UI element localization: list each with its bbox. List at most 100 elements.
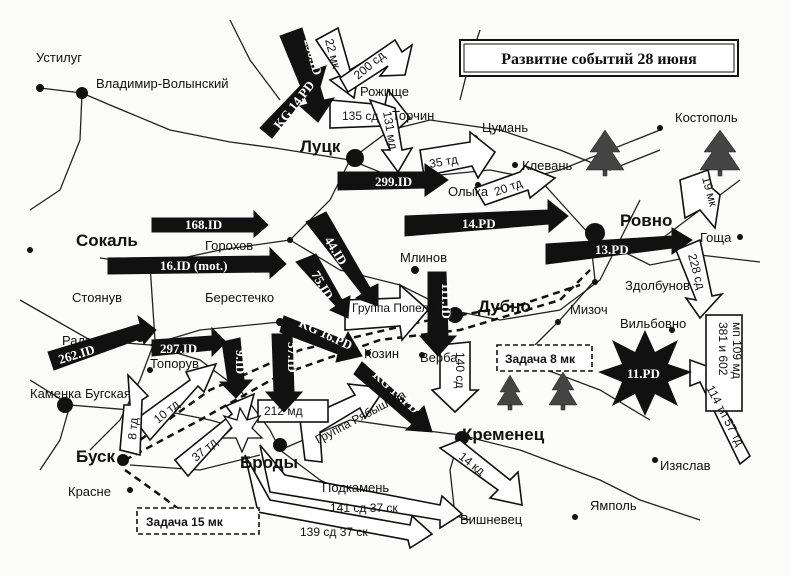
city-lutsk: Луцк (300, 137, 341, 156)
label-11pd: 11.PD (627, 366, 660, 381)
city-brody: Броды (240, 453, 298, 472)
label-task8: Задача 8 мк (505, 352, 576, 366)
city-sokal: Сокаль (76, 231, 138, 250)
soviet-arrow-8td (119, 372, 150, 457)
german-arrow-262id (47, 314, 157, 371)
soviet-arrow-228sd (674, 238, 725, 320)
tree-icon (585, 129, 625, 171)
contact-star (220, 406, 264, 454)
german-arrow-57id (264, 333, 304, 413)
german-arrow-16id (107, 246, 287, 280)
label-14pd: 14.PD (462, 216, 496, 231)
german-arrows (47, 27, 693, 433)
city-podkamen: Подкамень (322, 480, 389, 495)
city-mizoch: Мизоч (570, 302, 608, 317)
city-vladimir: Владимир-Волынский (96, 76, 229, 91)
german-arrow-299id (337, 163, 449, 197)
german-arrow-75id (295, 253, 351, 319)
german-arrow-9id (218, 337, 254, 399)
tree-icon (548, 371, 578, 406)
label-140sd: 140 сд (453, 352, 467, 388)
task-boxes (136, 344, 593, 535)
german-arrow-14pd (404, 198, 569, 237)
soviet-arrow-37td (173, 392, 256, 478)
city-kamenka: Каменка Бугская (30, 386, 131, 401)
city-kostopol: Костополь (675, 110, 738, 125)
german-arrow-111id (418, 271, 458, 357)
pd11-star (598, 330, 692, 416)
label-16id: 16.ID (mot.) (160, 258, 228, 273)
label-381mp: 381 и 602 (716, 322, 730, 376)
soviet-arrow-19mk (679, 168, 721, 230)
german-arrow-168id (151, 209, 269, 239)
box-task15 (136, 507, 260, 535)
task-dashed-lines (124, 269, 591, 511)
forest-icons (496, 129, 741, 411)
map-title: Развитие событий 28 июня (501, 51, 697, 68)
city-zdolbunov: Здолбунов (625, 278, 690, 293)
label-297id: 297.ID (160, 341, 197, 356)
label-135sd: 135 сд (342, 109, 378, 123)
city-vishnevets: Вишневец (460, 512, 523, 527)
city-ustilug: Устилуг (36, 50, 82, 65)
city-kozin: Козин (364, 346, 399, 361)
german-arrow-kg16a (279, 315, 363, 363)
label-8td: 8 тд (125, 417, 141, 440)
label-13pd: 13.PD (595, 242, 629, 257)
box-task8 (496, 344, 593, 372)
city-radzekhov: Радзехов (62, 333, 118, 348)
city-rozhishche: Рожище (360, 84, 409, 99)
german-arrow-297id (151, 326, 227, 358)
city-dubno: Дубно (478, 297, 531, 316)
soviet-arrow-141sd (259, 444, 464, 530)
soviet-arrow-139sd (244, 454, 434, 550)
label-task15: Задача 15 мк (146, 515, 224, 529)
label-111id: 111.ID (439, 283, 454, 319)
city-labels: Устилуг Владимир-Волынский Рожище Торчин… (30, 50, 738, 527)
label-57id: 57.ID (285, 342, 300, 373)
soviet-arrows (119, 26, 752, 550)
label-35td: 35 тд (428, 152, 459, 171)
german-arrow-44id (305, 211, 379, 307)
city-verba: Верба (420, 350, 458, 365)
city-berestechko: Берестечко (205, 290, 274, 305)
title-frame-inner (463, 43, 735, 73)
soviet-arrow-10td (133, 362, 218, 442)
label-168id: 168.ID (185, 217, 222, 232)
city-yampol: Ямполь (590, 498, 637, 513)
label-139sd: 139 сд 37 ск (300, 525, 368, 539)
soviet-arrow-131md (368, 98, 414, 174)
german-arrow-13pd (545, 227, 693, 265)
label-popel: Группа Попеля (352, 301, 435, 315)
tree-icon (699, 129, 741, 171)
city-izyaslav: Изяслав (660, 458, 711, 473)
label-109md: мп 109 мд (730, 322, 744, 379)
city-stoyanuv: Стоянув (72, 290, 122, 305)
german-arrow-kg14 (259, 65, 327, 139)
box-381mp (705, 314, 743, 412)
soviet-arrow-200sd (338, 38, 414, 94)
city-mlinov: Млинов (400, 250, 447, 265)
city-gorokhov: Горохов (205, 238, 253, 253)
label-9id: 9.ID (233, 350, 248, 374)
title-frame-outer (459, 39, 739, 77)
city-krasne: Красне (68, 484, 111, 499)
german-arrow-kg16b (353, 361, 433, 433)
soviet-arrow-20td (473, 165, 557, 206)
city-klevan: Клевань (522, 158, 573, 173)
city-busk: Буск (76, 447, 115, 466)
label-212md: 212 мд (264, 404, 303, 418)
soviet-arrow-popel (344, 283, 430, 342)
city-vilbovno: Вильбовно (620, 316, 686, 331)
tree-icon (496, 374, 524, 406)
city-tsuman: Цумань (482, 120, 528, 135)
city-goshcha: Гоща (700, 230, 732, 245)
soviet-arrow-14kd (438, 439, 523, 507)
city-olyka: Олыка (448, 184, 489, 199)
city-rovno: Ровно (620, 211, 672, 230)
city-kremenets: Кременец (462, 425, 545, 444)
city-toporuv: Топорув (150, 356, 199, 371)
city-torchin: Торчин (392, 108, 434, 123)
